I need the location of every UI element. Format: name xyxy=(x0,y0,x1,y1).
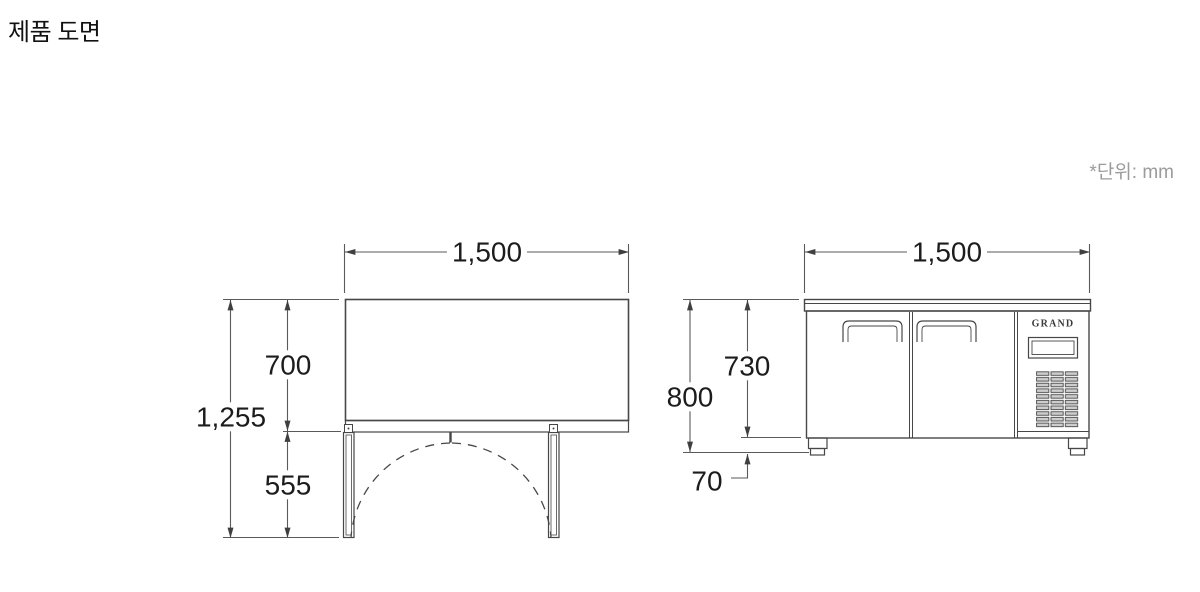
plan-door-swing-arc-right xyxy=(451,442,552,538)
front-countertop xyxy=(803,298,1092,312)
front-width-label: 1,500 xyxy=(906,237,988,267)
plan-view-drawing xyxy=(342,298,630,539)
page-title: 제품 도면 xyxy=(8,19,101,46)
front-view-drawing xyxy=(803,298,1092,456)
plan-door-swing-label: 555 xyxy=(259,470,317,500)
front-leg-leader xyxy=(731,453,751,479)
front-body xyxy=(805,310,1090,439)
front-leg-height-label: 70 xyxy=(686,466,728,496)
front-display-panel xyxy=(1027,336,1079,359)
front-total-height-label: 800 xyxy=(661,382,719,412)
unit-note: *단위: mm xyxy=(1089,162,1174,183)
front-door-divider xyxy=(909,312,913,438)
plan-body xyxy=(344,298,630,422)
plan-total-depth-label: 1,255 xyxy=(190,402,272,432)
plan-open-door-left xyxy=(342,431,355,539)
front-handle-right xyxy=(916,320,977,342)
brand-logo: GRAND xyxy=(1029,318,1077,330)
plan-width-label: 1,500 xyxy=(446,237,528,267)
front-foot-left xyxy=(807,437,828,456)
front-foot-right xyxy=(1067,437,1088,456)
front-view-dimensions xyxy=(683,244,1091,479)
front-body-height-label: 730 xyxy=(718,351,776,381)
front-handle-left xyxy=(842,320,903,342)
plan-hinge-right xyxy=(549,424,558,433)
plan-front-edge xyxy=(344,419,630,433)
plan-hinge-left xyxy=(344,424,353,433)
plan-door-swing-arc-left xyxy=(350,442,451,538)
plan-body-depth-label: 700 xyxy=(259,350,317,380)
front-vent-grille xyxy=(1036,371,1079,428)
plan-open-door-right xyxy=(547,431,560,539)
front-panel-divider xyxy=(1014,312,1018,438)
